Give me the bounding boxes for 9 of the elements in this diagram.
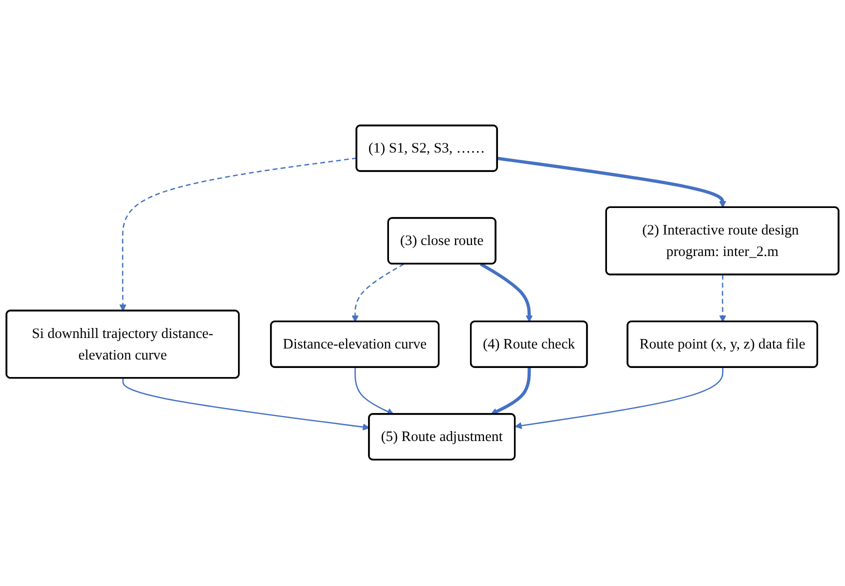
arrow — [352, 264, 404, 323]
arrow — [119, 158, 357, 312]
arrow — [122, 378, 370, 431]
arrow — [719, 275, 726, 323]
arrow — [480, 263, 533, 323]
arrow — [490, 368, 531, 416]
arrow — [354, 368, 394, 416]
arrow — [497, 157, 726, 208]
arrow — [514, 368, 724, 430]
